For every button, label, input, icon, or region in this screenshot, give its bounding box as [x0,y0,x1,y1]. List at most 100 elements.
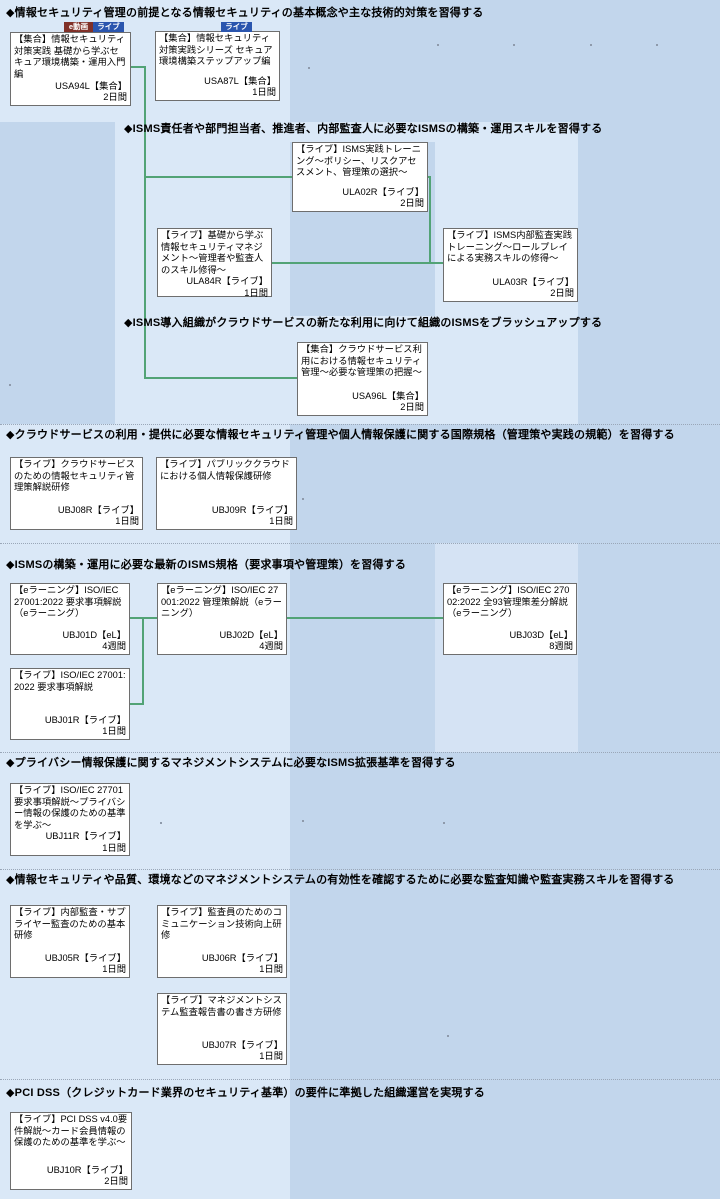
section-heading-2: ◆ISMS責任者や部門担当者、推進者、内部監査人に必要なISMSの構築・運用スキ… [124,123,603,135]
course-title: 【ライブ】ISO/IEC 27001:2022 要求事項解説 [14,670,126,692]
course-meta: UBJ01R【ライブ】1日間 [14,715,126,738]
course-box-UBJ11R[interactable]: 【ライブ】ISO/IEC 27701要求事項解説～プライバシー情報の保護のための… [10,783,130,856]
course-code: UBJ01D【eL】 [62,629,126,640]
cell-dot [302,820,304,822]
cell-dot [308,67,310,69]
course-title: 【ライブ】基礎から学ぶ情報セキュリティマネジメント～管理者や監査人のスキル修得～ [161,230,264,275]
course-meta: USA87L【集合】1日間 [159,76,276,99]
course-code: USA87L【集合】 [204,75,276,86]
course-meta: UBJ06R【ライブ】1日間 [161,953,283,976]
course-duration: 2日間 [400,402,424,413]
course-duration: 4週間 [102,641,126,652]
cell-dot [9,384,11,386]
course-duration: 1日間 [102,842,126,853]
course-code: UBJ08R【ライブ】 [57,504,139,515]
course-meta: UBJ08R【ライブ】1日間 [14,505,139,528]
course-duration: 1日間 [244,287,268,298]
course-duration: 4週間 [259,641,283,652]
course-title: 【集合】クラウドサービス利用における情報セキュリティ管理～必要な管理策の把握～ [301,344,422,378]
course-code: ULA02R【ライブ】 [342,186,424,197]
course-meta: UBJ10R【ライブ】2日間 [14,1165,128,1188]
course-meta: UBJ09R【ライブ】1日間 [160,505,293,528]
course-box-UBJ01R[interactable]: 【ライブ】ISO/IEC 27001:2022 要求事項解説 UBJ01R【ライブ… [10,668,130,740]
course-code: UBJ10R【ライブ】 [46,1164,128,1175]
course-title: 【ライブ】監査員のためのコミュニケーション技術向上研修 [161,907,282,941]
cell-dot [443,822,445,824]
course-title: 【ライブ】クラウドサービスのための情報セキュリティ管理策解説研修 [14,459,135,493]
section-heading-4: ◆クラウドサービスの利用・提供に必要な情報セキュリティ管理や個人情報保護に関する… [6,429,675,441]
course-meta: UBJ03D【eL】8週間 [447,630,573,653]
course-title: 【ライブ】ISMS実践トレーニング～ポリシー、リスクアセスメント、管理策の選択～ [296,144,421,178]
section-heading-6: ◆プライバシー情報保護に関するマネジメントシステムに必要なISMS拡張基準を習得… [6,757,456,769]
course-meta: UBJ11R【ライブ】1日間 [14,831,126,854]
course-meta: ULA02R【ライブ】2日間 [296,187,424,210]
course-duration: 2日間 [104,1176,128,1187]
course-box-USA96L[interactable]: 【集合】クラウドサービス利用における情報セキュリティ管理～必要な管理策の把握～ U… [297,342,428,416]
bg-stripe [0,122,115,424]
course-code: UBJ03D【eL】 [509,629,573,640]
course-code: USA96L【集合】 [352,390,424,401]
course-code: ULA84R【ライブ】 [186,276,268,287]
course-title: 【eラーニング】ISO/IEC 27002:2022 全93管理策差分解説（eラ… [447,585,570,619]
section-heading-8: ◆PCI DSS（クレジットカード業界のセキュリティ基準）の要件に準拠した組織運… [6,1087,486,1099]
course-duration: 2日間 [400,198,424,209]
course-code: UBJ01R【ライブ】 [44,714,126,725]
course-duration: 1日間 [252,87,276,98]
bg-stripe [578,122,720,424]
course-box-UBJ06R[interactable]: 【ライブ】監査員のためのコミュニケーション技術向上研修 UBJ06R【ライブ】1日… [157,905,287,978]
course-title: 【集合】情報セキュリティ対策実践 基礎から学ぶセキュア環境構築・運用入門編 [14,34,126,79]
course-code: UBJ05R【ライブ】 [44,952,126,963]
course-duration: 1日間 [269,516,293,527]
section-separator [0,424,720,425]
course-duration: 2日間 [103,92,127,103]
course-code: UBJ09R【ライブ】 [211,504,293,515]
course-duration: 1日間 [259,964,283,975]
course-box-ULA03R[interactable]: 【ライブ】ISMS内部監査実践トレーニング～ロールプレイによる実務スキルの修得～… [443,228,578,302]
course-box-UBJ02D[interactable]: 【eラーニング】ISO/IEC 27001:2022 管理策解説（eラーニング）… [157,583,287,655]
course-duration: 1日間 [102,726,126,737]
course-duration: 2日間 [550,288,574,299]
section-heading-3: ◆ISMS導入組織がクラウドサービスの新たな利用に向けて組織のISMSをブラッシ… [124,317,603,329]
cell-dot [437,44,439,46]
connector-line [428,176,431,263]
course-title: 【eラーニング】ISO/IEC 27001:2022 要求事項解説（eラーニング… [14,585,122,619]
cell-dot [302,498,304,500]
course-box-UBJ03D[interactable]: 【eラーニング】ISO/IEC 27002:2022 全93管理策差分解説（eラ… [443,583,577,655]
course-title: 【eラーニング】ISO/IEC 27001:2022 管理策解説（eラーニング） [161,585,282,619]
course-box-ULA02R[interactable]: 【ライブ】ISMS実践トレーニング～ポリシー、リスクアセスメント、管理策の選択～… [292,142,428,212]
connector-line [130,618,144,705]
video-tag: e動画 [64,22,93,32]
course-code: UBJ06R【ライブ】 [201,952,283,963]
course-meta: UBJ02D【eL】4週間 [161,630,283,653]
course-meta: USA94L【集合】2日間 [14,81,127,104]
course-code: UBJ02D【eL】 [219,629,283,640]
course-code: UBJ11R【ライブ】 [45,831,126,842]
course-box-ULA84R[interactable]: 【ライブ】基礎から学ぶ情報セキュリティマネジメント～管理者や監査人のスキル修得～… [157,228,272,298]
course-meta: UBJ01D【eL】4週間 [14,630,126,653]
course-title: 【ライブ】ISO/IEC 27701要求事項解説～プライバシー情報の保護のための… [14,785,126,830]
course-meta: USA96L【集合】2日間 [301,391,424,414]
cell-dot [590,44,592,46]
cell-dot [447,1035,449,1037]
section-heading-7: ◆情報セキュリティや品質、環境などのマネジメントシステムの有効性を確認するために… [6,874,675,886]
section-heading-1: ◆情報セキュリティ管理の前提となる情報セキュリティの基本概念や主な技術的対策を習… [6,7,484,19]
live-tag: ライブ [93,22,124,32]
section-separator [0,1079,720,1080]
course-box-UBJ10R[interactable]: 【ライブ】PCI DSS v4.0要件解説～カード会員情報の保護のための基準を学… [10,1112,132,1190]
course-box-UBJ01D[interactable]: 【eラーニング】ISO/IEC 27001:2022 要求事項解説（eラーニング… [10,583,130,655]
connector-line [131,66,297,379]
cell-dot [160,822,162,824]
cell-dot [513,44,515,46]
course-duration: 8週間 [549,641,573,652]
course-meta: ULA03R【ライブ】2日間 [447,277,574,300]
course-duration: 1日間 [115,516,139,527]
course-code: UBJ07R【ライブ】 [201,1039,283,1050]
course-title: 【ライブ】内部監査・サプライヤー監査のための基本研修 [14,907,126,941]
course-box-UBJ08R[interactable]: 【ライブ】クラウドサービスのための情報セキュリティ管理策解説研修 UBJ08R【ラ… [10,457,143,530]
